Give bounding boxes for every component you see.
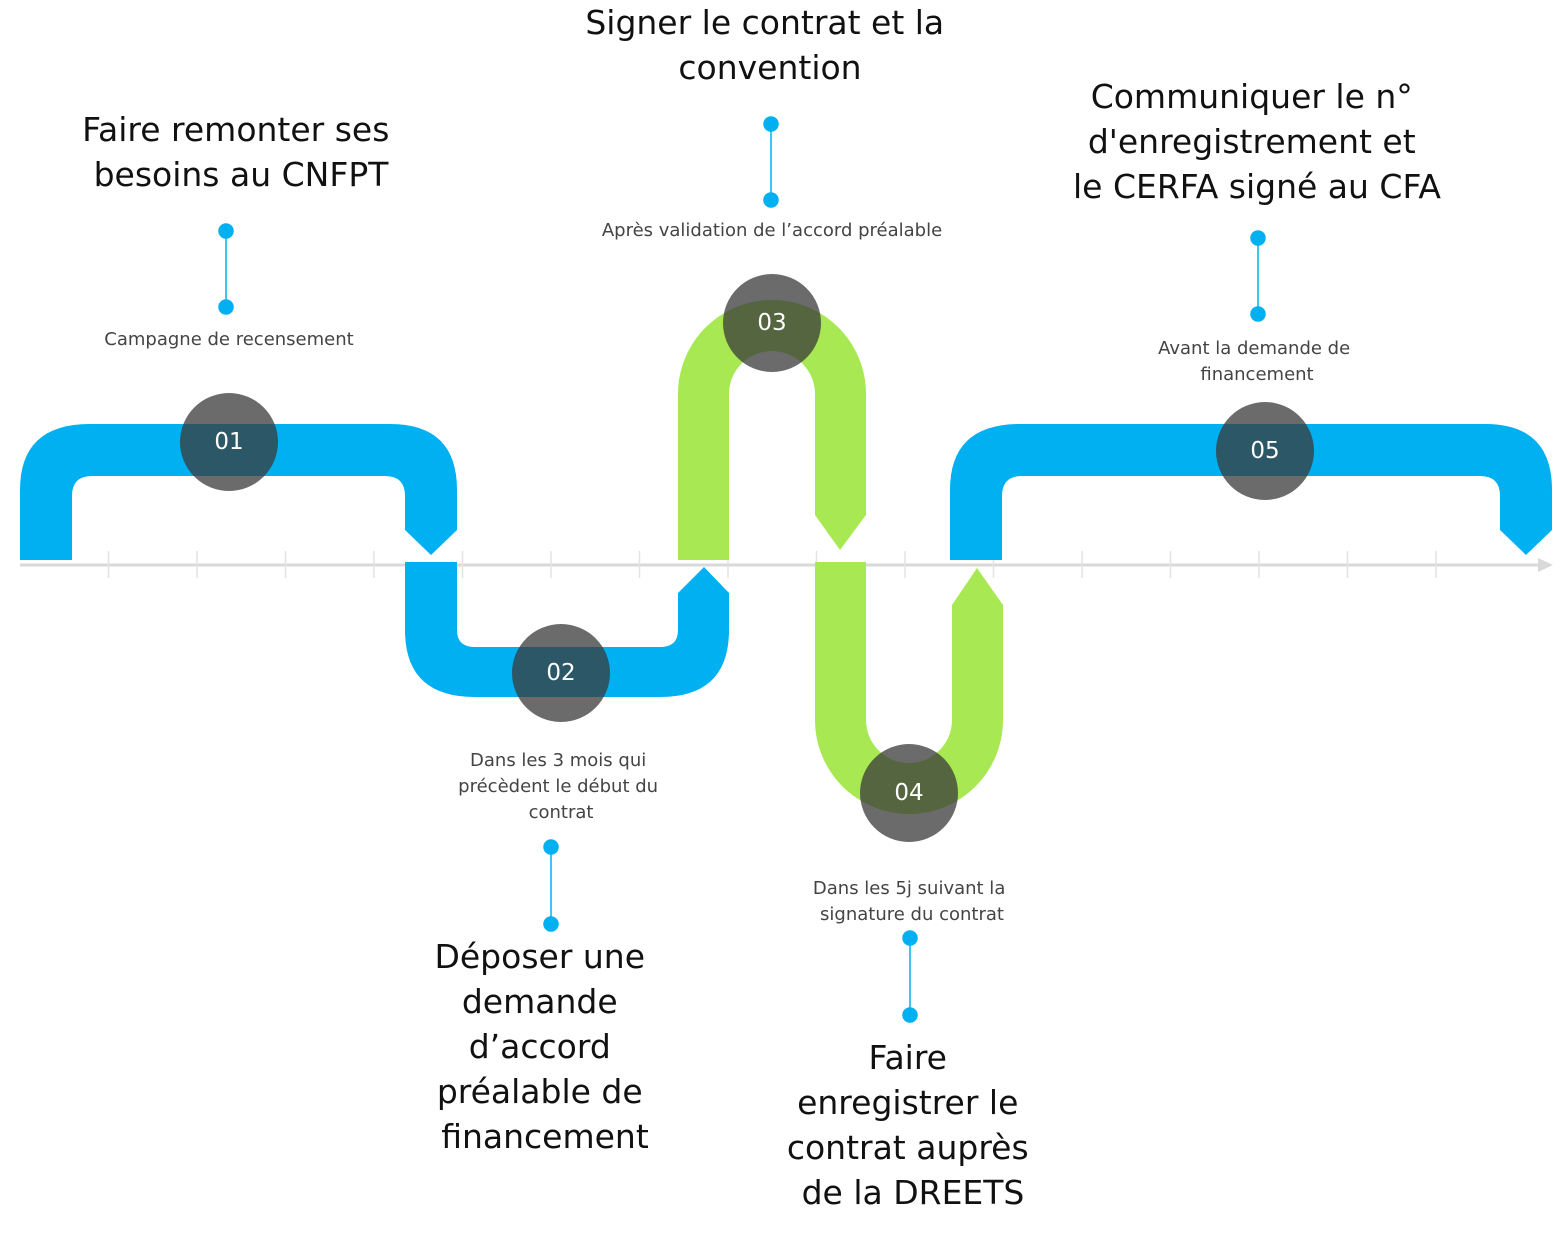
step-05-marker: 05 <box>1216 402 1314 500</box>
step-04-band <box>815 562 1003 814</box>
step-05-title: Communiquer le n° d'enregistrement et le… <box>1073 77 1441 206</box>
step-05-timing: Avant la demande de financement <box>1158 338 1356 385</box>
step-03-connector <box>763 116 779 208</box>
step-number: 01 <box>214 429 243 455</box>
step-01-connector <box>218 223 234 315</box>
step-05-connector <box>1250 230 1266 322</box>
step-02-marker: 02 <box>512 624 610 722</box>
step-02-connector <box>543 839 559 932</box>
axis-arrow-icon <box>1538 558 1553 572</box>
step-02-timing: Dans les 3 mois qui précèdent le début d… <box>458 750 664 823</box>
step-03-timing: Après validation de l’accord préalable <box>602 220 942 241</box>
step-04-connector <box>902 930 918 1023</box>
connectors <box>218 116 1266 1023</box>
step-number: 02 <box>546 660 575 686</box>
step-05-band <box>950 424 1552 560</box>
step-02-band <box>405 562 729 697</box>
step-03-band <box>678 300 866 560</box>
step-04-marker: 04 <box>860 744 958 842</box>
timeline-axis <box>20 551 1553 578</box>
step-03-title: Signer le contrat et la convention <box>585 3 954 87</box>
step-04-timing: Dans les 5j suivant la signature du cont… <box>813 878 1011 925</box>
step-02-title: Déposer une demande d’accord préalable d… <box>434 937 655 1156</box>
step-number: 05 <box>1250 438 1279 464</box>
step-number: 03 <box>757 310 786 336</box>
step-04-title: Faire enregistrer le contrat auprès de l… <box>787 1038 1039 1212</box>
step-03-marker: 03 <box>723 274 821 372</box>
step-01-band <box>20 424 457 560</box>
step-01-marker: 01 <box>180 393 278 491</box>
step-01-timing: Campagne de recensement <box>104 329 353 350</box>
step-number: 04 <box>894 780 923 806</box>
step-01-title: Faire remonter ses besoins au CNFPT <box>82 110 400 194</box>
